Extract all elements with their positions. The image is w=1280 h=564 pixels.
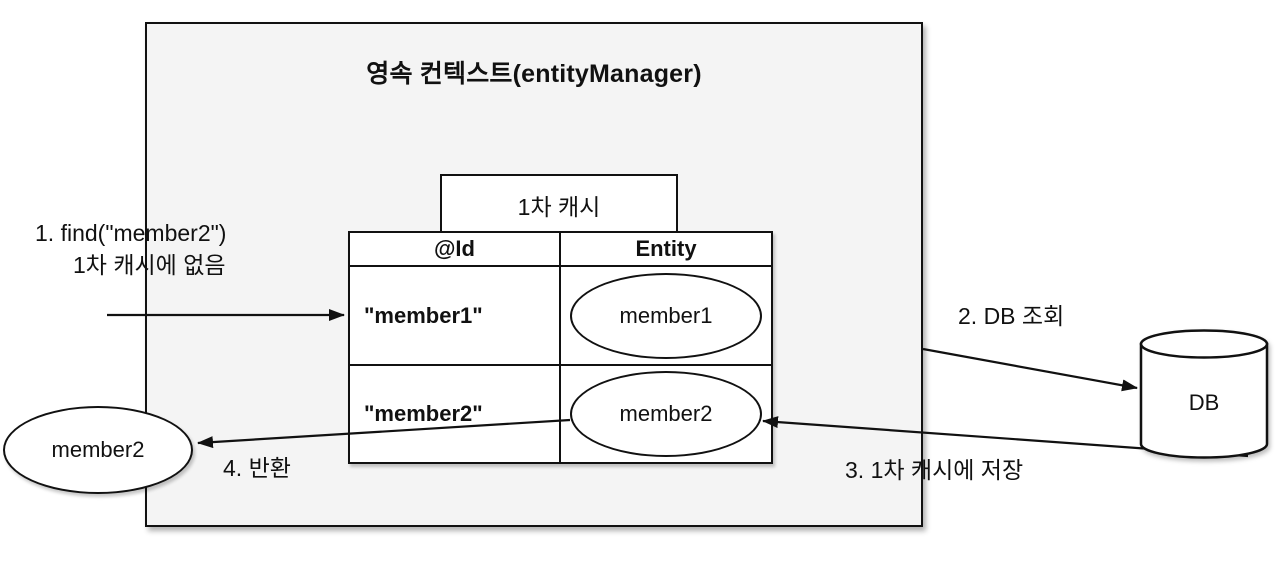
id-cell-member2: "member2" — [350, 366, 561, 462]
step3-label: 3. 1차 캐시에 저장 — [845, 457, 1024, 483]
first-level-cache-label: 1차 캐시 — [517, 193, 601, 220]
step1-line2: 1차 캐시에 없음 — [73, 252, 226, 278]
entity-ellipse-member1: member1 — [570, 272, 762, 359]
entity-ellipse-member2: member2 — [570, 371, 762, 457]
header-id-cell: @Id — [350, 233, 561, 267]
cache-table: @Id Entity "member1" member1 "member2" m… — [348, 231, 773, 464]
returned-entity-ellipse: member2 — [3, 406, 193, 494]
entity-cell-member1: member1 — [561, 267, 771, 366]
header-entity-cell: Entity — [561, 233, 771, 267]
persistence-context-title: 영속 컨텍스트(entityManager) — [366, 60, 702, 88]
returned-entity-label: member2 — [51, 437, 145, 462]
step2-label: 2. DB 조회 — [958, 303, 1065, 329]
db-cylinder-top — [1139, 329, 1269, 359]
id-cell-member1: "member1" — [350, 267, 561, 366]
entity-cell-member2: member2 — [561, 366, 771, 462]
step1-label: 1. find("member2") 1차 캐시에 없음 — [35, 217, 226, 281]
db-label: DB — [1188, 390, 1220, 415]
step1-line1: 1. find("member2") — [35, 220, 227, 246]
db-query-arrow — [922, 347, 1138, 392]
step4-label: 4. 반환 — [223, 455, 291, 481]
first-level-cache-label-box: 1차 캐시 — [440, 174, 678, 233]
